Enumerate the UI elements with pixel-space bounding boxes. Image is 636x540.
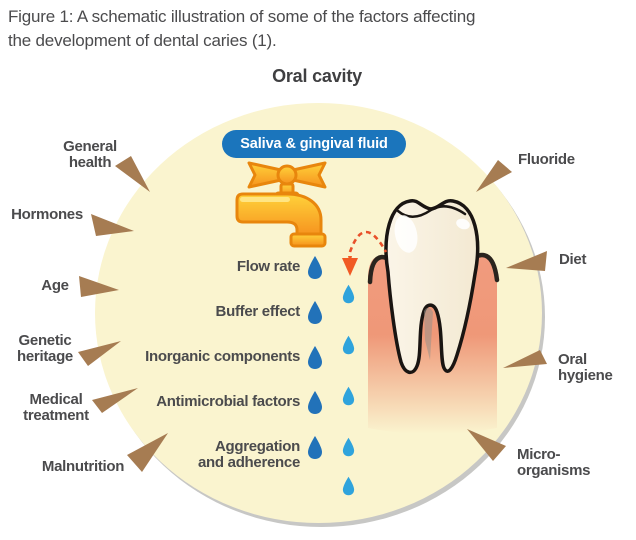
saliva-property-flow-rate: Flow rate [236,258,300,275]
factor-label-micro-organisms: Micro- organisms [517,446,591,479]
tooth-highlight-small [456,218,470,230]
tooth-and-gum-icon [367,198,500,434]
tooth-cusp-line [396,205,467,218]
saliva-property-inorganic-components: Inorganic components [145,348,300,365]
water-drop-icon-light [342,386,355,406]
saliva-gingival-pill: Saliva & gingival fluid [222,130,406,158]
figure-caption: Figure 1: A schematic illustration of so… [8,7,476,50]
water-drop-icon-light [342,437,355,457]
water-drop-icon-light [342,335,355,355]
factor-label-diet: Diet [559,251,587,268]
water-drop-icon-dark [308,346,322,369]
diagram-title: Oral cavity [272,66,362,86]
factor-label-fluoride: Fluoride [518,151,575,168]
saliva-property-buffer-effect: Buffer effect [215,303,301,320]
water-drop-icon-dark [308,436,322,459]
water-drop-icon-dark [308,256,322,279]
dashed-arc-arrow-icon [342,230,388,276]
pill-label: Saliva & gingival fluid [240,136,388,152]
factor-label-hormones: Hormones [11,206,83,223]
water-drop-icon-dark [308,391,322,414]
water-drop-icon-light [342,284,355,304]
tooth-highlight [394,215,418,253]
factor-label-age: Age [41,277,69,294]
faucet-icon [235,161,327,248]
water-drop-icon-light [342,476,355,496]
saliva-property-antimicrobial-factors: Antimicrobial factors [156,393,300,410]
tooth-root-shadow [424,307,433,360]
factor-label-oral-hygiene: Oral hygiene [558,351,613,384]
factor-label-malnutrition: Malnutrition [41,458,125,475]
water-drop-icon-dark [308,301,322,324]
saliva-property-aggregation-adherence: Aggregation and adherence [198,438,300,471]
factor-label-genetic-heritage: Genetic heritage [17,332,73,365]
factor-label-medical-treatment: Medical treatment [23,391,89,424]
factor-label-general-health: General health [63,138,117,171]
